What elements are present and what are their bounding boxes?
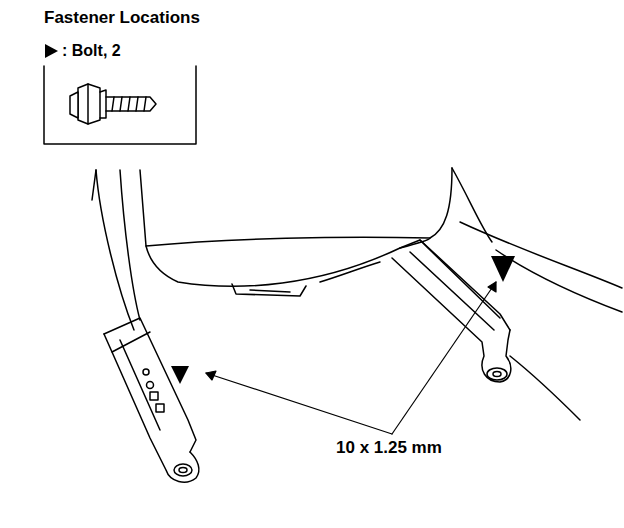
- bolt-marker: [171, 366, 189, 384]
- seat-cushion: [96, 168, 492, 330]
- bolt-symbol: [43, 42, 59, 60]
- bolt-marker: [491, 256, 515, 282]
- legend-entry: : Bolt, 2: [43, 42, 121, 60]
- leader-lines: [206, 282, 496, 434]
- left-seat-rail: [104, 318, 199, 482]
- heading: Fastener Locations: [44, 8, 200, 28]
- inset-frame: [44, 66, 196, 144]
- bolt-icon: [70, 84, 156, 124]
- floor-lines: [92, 170, 622, 420]
- dimension-label: 10 x 1.25 mm: [334, 438, 444, 458]
- legend-text: : Bolt, 2: [62, 42, 121, 60]
- right-seat-rail: [392, 240, 511, 382]
